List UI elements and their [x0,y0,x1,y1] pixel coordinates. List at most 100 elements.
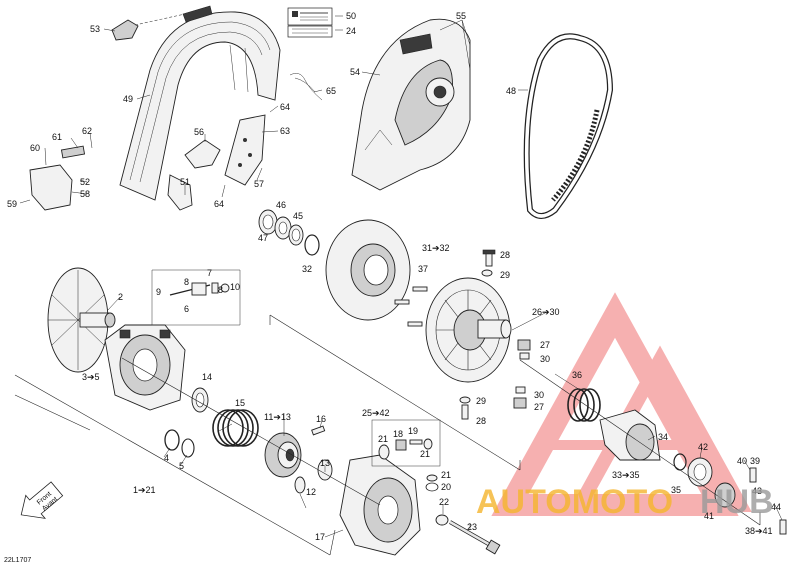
ring-part-32 [304,234,320,256]
callout-49: 49 [123,94,133,104]
callout-38-41: 38➔41 [745,526,773,536]
callout-13: 13 [320,458,330,468]
callout-19: 19 [408,426,418,436]
callouts: 53 50 24 55 49 54 48 65 64 63 56 61 62 6… [7,11,781,542]
washer-part-22 [435,514,449,526]
roller-kit-18-21 [371,419,441,467]
callout-10: 10 [230,282,240,292]
callout-33-35: 33➔35 [612,470,640,480]
callout-29-top: 29 [500,270,510,280]
callout-4: 4 [164,453,169,463]
callout-59: 59 [7,199,17,209]
bolt-part-23 [449,520,501,555]
callout-58: 58 [80,189,90,199]
washer-part-29b [459,396,471,404]
callout-26-30: 26➔30 [532,307,560,317]
screw-part-39 [749,467,757,483]
callout-2: 2 [118,292,123,302]
callout-30-bottom: 30 [534,390,544,400]
callout-27-bottom: 27 [534,402,544,412]
label-plate-50 [287,7,333,26]
label-plate-24 [287,25,333,38]
callout-40: 40 [737,456,747,466]
bracket-part-56 [184,139,221,169]
ring-part-12 [294,476,306,494]
callout-34: 34 [658,432,668,442]
callout-52: 52 [80,177,90,187]
callout-41: 41 [704,511,714,521]
ring-part-14 [191,387,209,413]
washer-part-45 [288,224,304,246]
washer-part-20 [425,474,439,492]
callout-3-5: 3➔5 [82,372,100,382]
callout-11-13: 11➔13 [264,412,291,422]
pad-part-27a [517,339,531,351]
callout-63: 63 [280,126,290,136]
assembly-lines [14,314,761,556]
clip-part-53 [111,19,139,41]
callout-7: 7 [207,268,212,278]
callout-9: 9 [156,287,161,297]
callout-44: 44 [771,502,781,512]
diagram-id: 22L1707 [4,557,31,564]
cover-part-54 [351,18,471,191]
cap-part-11 [264,432,302,478]
cover-part-49 [119,5,281,211]
callout-43: 43 [752,486,762,496]
ring-part-4 [164,429,180,451]
callout-17: 17 [315,532,325,542]
bolt-part-37 [394,286,428,327]
callout-48: 48 [506,86,516,96]
bracket-part-60 [29,145,86,211]
washer-part-29a [481,269,493,277]
callout-6: 6 [184,304,189,314]
ring-part-42 [687,457,713,487]
callout-24: 24 [346,26,356,36]
callout-54: 54 [350,67,360,77]
callout-62: 62 [82,126,92,136]
callout-42: 42 [698,442,708,452]
callout-35: 35 [671,485,681,495]
callout-12: 12 [306,487,316,497]
driven-pulley-part-26 [425,277,512,383]
callout-8-left: 8 [184,277,189,287]
screw-part-44 [779,519,787,535]
callout-28-top: 28 [500,250,510,260]
callout-46: 46 [276,200,286,210]
sheave-part-31 [325,219,411,321]
bolt-part-28b [461,404,469,420]
sheave-part-2 [47,267,116,373]
callout-56: 56 [194,127,204,137]
watermark-text: AUTOMOTO HUB [476,483,774,521]
callout-32: 32 [302,264,312,274]
callout-15: 15 [235,398,245,408]
cam-part-34 [599,409,661,461]
callout-61: 61 [52,132,62,142]
pad-part-27b [513,397,527,409]
callout-47: 47 [258,233,268,243]
callout-18: 18 [393,429,403,439]
callout-51: 51 [180,177,190,187]
callout-14: 14 [202,372,212,382]
pad-part-30b [515,386,526,394]
bolt-part-16 [311,425,326,436]
callout-27-top: 27 [540,340,550,350]
pin-part-65 [289,73,323,101]
front-direction-arrow: Front Avant [20,481,64,519]
callout-55: 55 [456,11,466,21]
assembly-box-6-10 [151,269,241,326]
callout-16: 16 [316,414,326,424]
pad-part-30a [519,352,530,360]
callout-21-a: 21 [378,434,388,444]
callout-29-bottom: 29 [476,396,486,406]
callout-39: 39 [750,456,760,466]
watermark-text-hub: HUB [700,483,774,521]
callout-31-32: 31➔32 [422,243,450,253]
callout-1-21: 1➔21 [133,485,156,495]
callout-23: 23 [467,522,477,532]
callout-5: 5 [179,461,184,471]
callout-64-top: 64 [280,102,290,112]
washer-part-47 [258,209,278,235]
callout-21-c: 21 [441,470,451,480]
